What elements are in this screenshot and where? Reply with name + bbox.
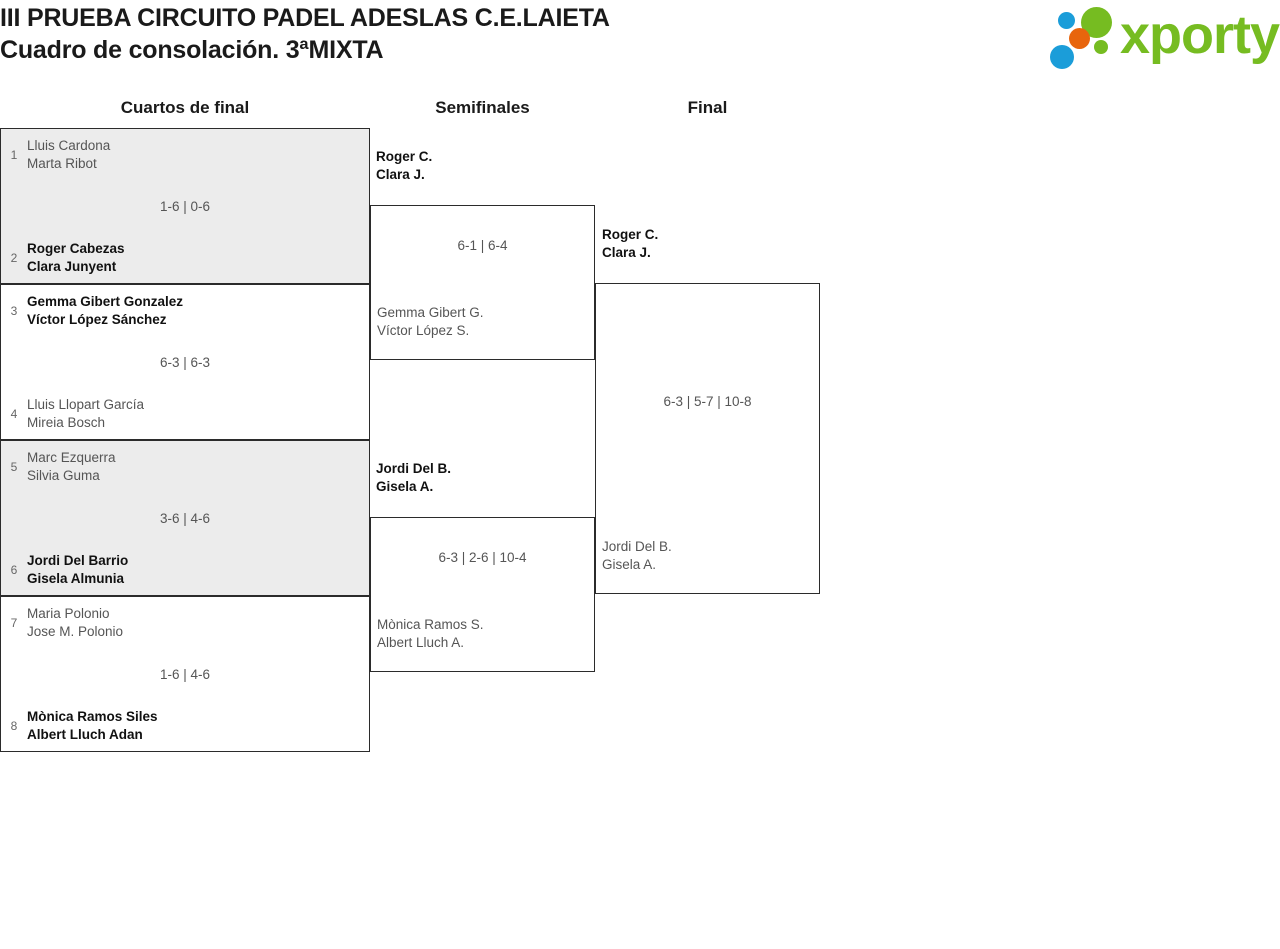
seed-number: 5 [10,460,18,474]
match-score-final: 6-3 | 5-7 | 10-8 [663,394,752,409]
title-block: III PRUEBA CIRCUITO PADEL ADESLAS C.E.LA… [0,2,610,66]
player-name: Víctor López S. [377,323,470,338]
player-name: Lluis Cardona [27,138,111,153]
team-slot-sf1-bottom[interactable]: Gemma Gibert G. Víctor López S. [377,304,484,340]
team-slot-qf2-bottom[interactable]: 4 Lluis Llopart García Mireia Bosch [1,396,369,432]
player-name: Marc Ezquerra [27,450,116,465]
player-name: Clara J. [602,245,651,260]
logo-dot-blue-small [1058,12,1075,29]
player-name: Jordi Del Barrio [27,553,129,568]
seed-number: 8 [10,719,18,733]
player-name: Marta Ribot [27,156,97,171]
team-slot-final-top[interactable]: Roger C. Clara J. [602,226,658,262]
seed-number: 7 [10,616,18,630]
team-slot-qf3-bottom[interactable]: 6 Jordi Del Barrio Gisela Almunia [1,552,369,588]
logo-wordmark: xporty [1120,5,1280,65]
player-name: Gisela A. [602,557,657,572]
match-score-sf-1: 6-1 | 6-4 [457,238,508,253]
player-name: Clara J. [376,167,425,182]
player-name: Gisela A. [376,479,434,494]
player-name: Lluis Llopart García [27,397,145,412]
round-header-quarterfinals: Cuartos de final [120,98,250,117]
match-score-qf-1: 1-6 | 0-6 [159,199,211,214]
match-score-qf-3: 3-6 | 4-6 [159,511,211,526]
player-name: Jordi Del B. [376,461,452,476]
seed-number: 1 [10,148,18,162]
player-name: Mònica Ramos S. [377,617,484,632]
player-name: Roger C. [602,227,659,242]
team-slot-final-bottom[interactable]: Jordi Del B. Gisela A. [602,538,672,574]
player-name: Roger C. [376,149,433,164]
team-slot-qf1-bottom[interactable]: 2 Roger Cabezas Clara Junyent [1,240,369,276]
player-name: Roger Cabezas [27,241,125,256]
match-box-final[interactable]: 6-3 | 5-7 | 10-8 Jordi Del B. Gisela A. [595,283,820,594]
match-box-qf-4[interactable]: 7 Maria Polonio Jose M. Polonio 1-6 | 4-… [0,596,370,752]
team-slot-sf1-top[interactable]: Roger C. Clara J. [376,148,432,184]
player-name: Jose M. Polonio [27,624,124,639]
player-name: Albert Lluch A. [377,635,465,650]
match-box-qf-2[interactable]: 3 Gemma Gibert Gonzalez Víctor López Sán… [0,284,370,440]
page-header: III PRUEBA CIRCUITO PADEL ADESLAS C.E.LA… [0,0,1280,78]
team-slot-qf1-top[interactable]: 1 Lluis Cardona Marta Ribot [1,137,369,173]
team-slot-qf4-bottom[interactable]: 8 Mònica Ramos Siles Albert Lluch Adan [1,708,369,744]
logo-dots-icon [1048,7,1124,69]
match-box-qf-1[interactable]: 1 Lluis Cardona Marta Ribot 1-6 | 0-6 2 … [0,128,370,284]
match-box-sf-1[interactable]: 6-1 | 6-4 Gemma Gibert G. Víctor López S… [370,205,595,360]
match-box-sf-2[interactable]: 6-3 | 2-6 | 10-4 Mònica Ramos S. Albert … [370,517,595,672]
player-name: Mònica Ramos Siles [27,709,158,724]
xporty-logo[interactable]: xporty [1048,4,1280,70]
seed-number: 3 [10,304,18,318]
player-name: Gemma Gibert Gonzalez [27,294,184,309]
logo-dot-green-small [1094,40,1108,54]
logo-dot-orange [1069,28,1090,49]
player-name: Jordi Del B. [602,539,672,554]
team-slot-sf2-top[interactable]: Jordi Del B. Gisela A. [376,460,451,496]
round-header-final: Final [687,98,728,117]
player-name: Clara Junyent [27,259,117,274]
seed-number: 4 [10,407,18,421]
match-score-qf-2: 6-3 | 6-3 [159,355,211,370]
team-slot-qf2-top[interactable]: 3 Gemma Gibert Gonzalez Víctor López Sán… [1,293,369,329]
match-score-qf-4: 1-6 | 4-6 [159,667,211,682]
seed-number: 6 [10,563,18,577]
player-name: Mireia Bosch [27,415,106,430]
team-slot-qf4-top[interactable]: 7 Maria Polonio Jose M. Polonio [1,605,369,641]
seed-number: 2 [10,251,18,265]
player-name: Albert Lluch Adan [27,727,143,742]
player-name: Gisela Almunia [27,571,125,586]
player-name: Víctor López Sánchez [27,312,167,327]
player-name: Gemma Gibert G. [377,305,484,320]
team-slot-sf2-bottom[interactable]: Mònica Ramos S. Albert Lluch A. [377,616,484,652]
match-box-qf-3[interactable]: 5 Marc Ezquerra Silvia Guma 3-6 | 4-6 6 … [0,440,370,596]
bracket-subtitle: Cuadro de consolación. 3ªMIXTA [0,36,384,64]
round-header-semifinals: Semifinales [435,98,530,117]
logo-dot-blue-large [1050,45,1074,69]
team-slot-qf3-top[interactable]: 5 Marc Ezquerra Silvia Guma [1,449,369,485]
match-score-sf-2: 6-3 | 2-6 | 10-4 [438,550,527,565]
player-name: Silvia Guma [27,468,100,483]
player-name: Maria Polonio [27,606,110,621]
tournament-title: III PRUEBA CIRCUITO PADEL ADESLAS C.E.LA… [0,4,610,32]
